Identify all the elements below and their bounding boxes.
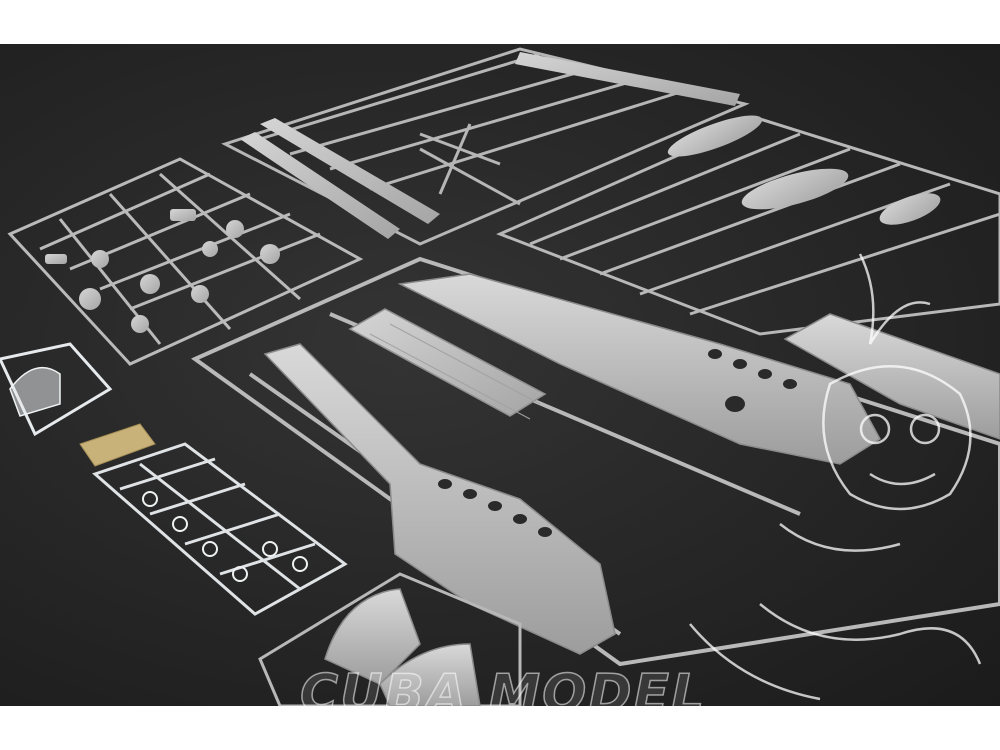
clear-canopy [0, 342, 113, 437]
sprue-clear-parts [92, 442, 348, 616]
clear-windows [142, 491, 308, 582]
fuselage-half-upper [397, 273, 881, 465]
rotor-blades [240, 52, 740, 239]
kit-illustration [0, 47, 1000, 706]
fuselage-right-piece [783, 313, 1000, 440]
fuselage-half-lower [263, 343, 616, 655]
small-parts [45, 209, 280, 333]
cargo-door-part [348, 308, 547, 420]
watermark-text: CUBA MODEL [299, 663, 707, 706]
clamshell-doors [258, 572, 522, 706]
photo-etch-fret [79, 423, 156, 467]
kit-photo: CUBA MODEL [0, 44, 1000, 706]
watermark-mascot [689, 253, 982, 701]
fuel-tanks [667, 115, 941, 225]
